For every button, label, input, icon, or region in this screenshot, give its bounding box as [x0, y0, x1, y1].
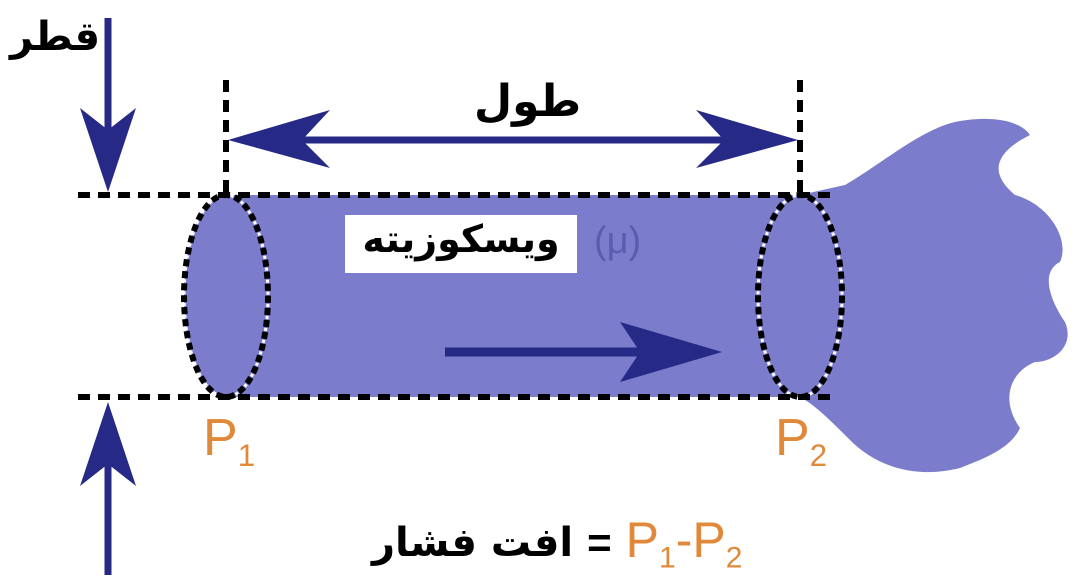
- p2-letter: P: [775, 409, 810, 467]
- pressure-drop-equation: افت فشار = P1-P2: [372, 508, 742, 578]
- mu-symbol: (μ): [594, 220, 642, 262]
- diff-minus: -: [675, 511, 693, 568]
- viscosity-label: ویسکوزیته: [362, 217, 560, 261]
- length-arrow-left-head: [228, 110, 330, 168]
- diff-p2-letter: P: [692, 511, 726, 568]
- p1-label: P1: [203, 408, 255, 474]
- p2-subscript: 2: [809, 437, 828, 473]
- flow-arrow-head: [620, 322, 722, 382]
- diff-p2-subscript: 2: [725, 541, 743, 575]
- pressure-drop-label: افت فشار: [372, 520, 574, 566]
- length-arrow-right-head: [696, 110, 798, 168]
- diameter-label: قطر: [10, 14, 101, 60]
- pipe-inlet-cap: [184, 195, 268, 397]
- diff-p1-subscript: 1: [659, 541, 676, 575]
- diameter-arrow-top-head: [80, 108, 136, 192]
- length-label: طول: [474, 76, 582, 127]
- p2-label: P2: [775, 408, 827, 474]
- p1-subscript: 1: [237, 437, 256, 473]
- pressure-difference: P1-P2: [626, 511, 743, 576]
- viscosity-label-background: [345, 215, 577, 273]
- fluid-splash: [800, 118, 1068, 473]
- diff-p1-letter: P: [625, 511, 660, 568]
- equals-sign: =: [587, 519, 612, 566]
- diameter-arrow-bottom-head: [80, 402, 136, 486]
- p1-letter: P: [203, 409, 238, 467]
